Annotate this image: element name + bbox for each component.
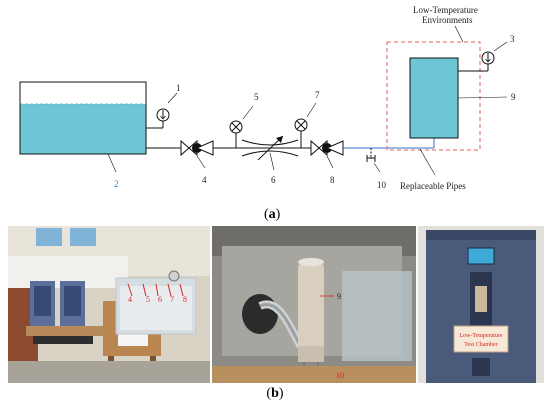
photo-label-7: 7 [170,295,174,304]
chamber-sign-line1: Low-Temperature [459,333,503,339]
environment-label-line1: Low-Temperature [413,5,478,15]
photo-label-5: 5 [146,295,150,304]
environment-label-line2: Environments [422,15,473,25]
photo-label-10: 10 [336,371,344,380]
photo-label-6: 6 [158,295,162,304]
caption-a: (a) [264,207,281,222]
label-7: 7 [315,90,320,100]
label-4: 4 [202,175,207,185]
label-10: 10 [377,180,387,190]
photo-strip: 4 5 6 7 8 9 10 Low-Temperature Te [0,226,550,383]
label-6: 6 [271,175,276,185]
valve-4-icon [180,139,214,157]
photo-label-4: 4 [128,295,132,304]
drain-10-icon [366,148,376,162]
valve-8-icon [310,139,344,157]
label-8: 8 [330,175,335,185]
caption-b-letter: b [271,386,279,401]
photo-lab-bench: 4 5 6 7 8 [8,226,210,383]
label-1: 1 [176,83,181,93]
label-9: 9 [511,92,516,102]
label-2: 2 [114,179,119,189]
schematic-diagram: 1 4 5 6 7 8 [19,5,516,222]
caption-a-letter: a [269,207,276,222]
photo-test-chamber: Low-Temperature Test Chamber [418,226,544,383]
low-temperature-environment-box [386,41,481,151]
photo-chamber-interior: 9 10 [212,226,416,383]
thermometer-1-icon [146,108,170,129]
caption-b: (b) [266,386,284,401]
thermometer-3-icon [458,51,495,72]
photo-label-8: 8 [183,295,187,304]
label-5: 5 [254,92,259,102]
test-container-9 [409,57,459,139]
pressure-gauge-5-icon [229,120,243,148]
replaceable-pipes-label: Replaceable Pipes [400,181,466,191]
label-3: 3 [510,34,515,44]
chamber-sign-line2: Test Chamber [464,342,497,348]
pressure-gauge-7-icon [294,118,308,148]
water-tank [19,81,147,155]
photo-label-9: 9 [337,292,341,301]
